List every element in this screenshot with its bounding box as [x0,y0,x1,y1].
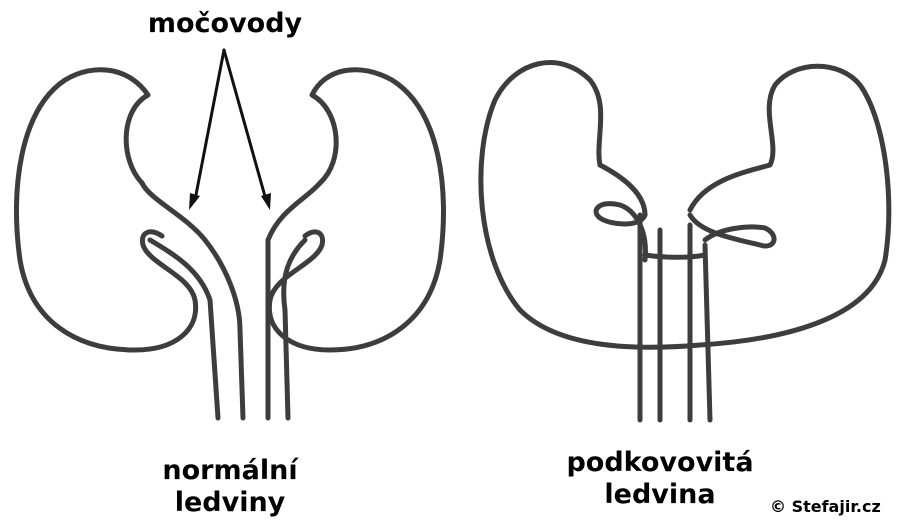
horseshoe-kidney-caption: podkovovitá ledvina [565,447,755,511]
horseshoe-caption-line1: podkovovitá [565,447,755,479]
copyright-notice: © Stefajir.cz [770,497,881,516]
normal-right-kidney [268,70,444,418]
horseshoe-caption-line2: ledvina [565,479,755,511]
normal-kidneys-caption: normální ledviny [130,455,330,519]
normal-caption-line2: ledviny [130,487,330,519]
ureters-label: močovody [130,8,320,40]
ureter-arrows [189,50,271,210]
normal-caption-line1: normální [130,455,330,487]
horseshoe-kidney [481,63,889,420]
